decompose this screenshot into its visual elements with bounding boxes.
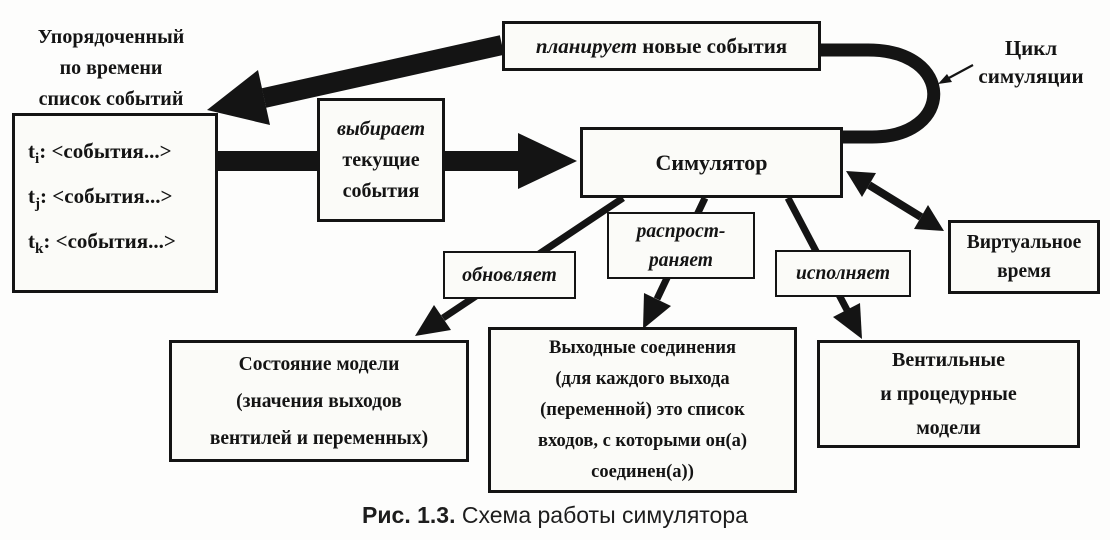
executes-label: исполняет: [775, 250, 911, 297]
event-text: : <события...>: [40, 184, 173, 208]
virtual-time-double-arrow-head-down: [914, 205, 944, 231]
model-state-box: Состояние модели (значения выходов венти…: [169, 340, 469, 462]
cycle-loop-arrow: [821, 43, 941, 144]
heading-line: список событий: [38, 88, 184, 110]
event-var: t: [28, 139, 35, 163]
executes-arrow-head: [833, 303, 862, 339]
selects-verb: выбирает: [336, 117, 426, 140]
event-row-ti: ti: <события...>: [28, 138, 172, 168]
propagates-line1: распрост-: [636, 220, 726, 242]
simulation-cycle-annotation: Цикл симуляции: [955, 34, 1107, 90]
model-state-line: (значения выходов: [236, 390, 402, 412]
virtual-time-box: Виртуальное время: [948, 220, 1100, 294]
schedules-arrow-head: [207, 70, 270, 125]
output-conn-line: Выходные соединения: [549, 337, 736, 358]
event-list-box: ti: <события...> tj: <события...> tk: <с…: [12, 113, 218, 293]
schedules-new-events-label: планирует новые события: [502, 21, 821, 71]
virtual-time-line2: время: [997, 261, 1051, 282]
event-list-heading: Упорядоченный по времени список событий: [2, 22, 220, 115]
event-var: t: [28, 184, 35, 208]
event-row-tk: tk: <события...>: [28, 228, 176, 258]
virtual-time-double-arrow-head-up: [846, 171, 876, 197]
selects-current-events-label: выбирает текущие события: [317, 98, 445, 222]
cycle-line1: Цикл: [1004, 36, 1058, 60]
output-connections-box: Выходные соединения (для каждого выхода …: [488, 327, 797, 493]
propagates-arrow-head: [643, 293, 671, 329]
schedules-arrow-shaft: [261, 35, 505, 108]
model-state-line: вентилей и переменных): [209, 427, 429, 449]
cycle-pointer-head: [938, 74, 952, 84]
selects-arrow-head: [518, 133, 577, 189]
propagates-line2: раняет: [649, 249, 713, 271]
simulator-box: Симулятор: [580, 127, 843, 198]
schedules-verb: планирует: [535, 33, 638, 58]
propagates-label: распрост- раняет: [607, 212, 755, 279]
output-conn-line: соединен(а)): [591, 461, 694, 482]
output-conn-line: входов, с которыми он(а): [537, 430, 748, 451]
output-conn-line: (для каждого выхода: [555, 368, 730, 389]
cycle-line2: симуляции: [978, 64, 1084, 88]
virtual-time-line1: Виртуальное: [966, 232, 1082, 253]
caption-text: Схема работы симулятора: [455, 502, 748, 528]
gate-models-box: Вентильные и процедурные модели: [817, 340, 1080, 448]
gate-models-line: модели: [916, 417, 981, 439]
event-subscript: i: [35, 151, 40, 168]
figure-caption: Рис. 1.3. Схема работы симулятора: [0, 502, 1110, 529]
event-subscript: k: [35, 241, 44, 258]
heading-line: по времени: [59, 57, 163, 79]
executes-verb: исполняет: [795, 262, 891, 284]
model-state-line: Состояние модели: [238, 353, 400, 375]
event-text: : <события...>: [43, 229, 176, 253]
updates-arrow-head: [415, 305, 451, 336]
event-row-tj: tj: <события...>: [28, 183, 173, 213]
event-text: : <события...>: [39, 139, 172, 163]
cycle-pointer-shaft: [946, 64, 974, 80]
output-conn-line: (переменной) это список: [540, 399, 745, 420]
selects-line2: текущие: [342, 148, 420, 171]
updates-label: обновляет: [443, 251, 576, 299]
virtual-time-double-arrow-shaft: [866, 181, 924, 221]
selects-line3: события: [342, 179, 420, 202]
event-var: t: [28, 229, 35, 253]
heading-line: Упорядоченный: [37, 26, 185, 48]
event-subscript: j: [35, 196, 41, 213]
gate-models-line: Вентильные: [892, 349, 1005, 371]
simulator-label: Симулятор: [655, 149, 768, 175]
caption-number: Рис. 1.3.: [362, 502, 456, 528]
schedules-rest: новые события: [637, 33, 788, 58]
gate-models-line: и процедурные: [880, 383, 1017, 405]
updates-verb: обновляет: [462, 263, 557, 286]
